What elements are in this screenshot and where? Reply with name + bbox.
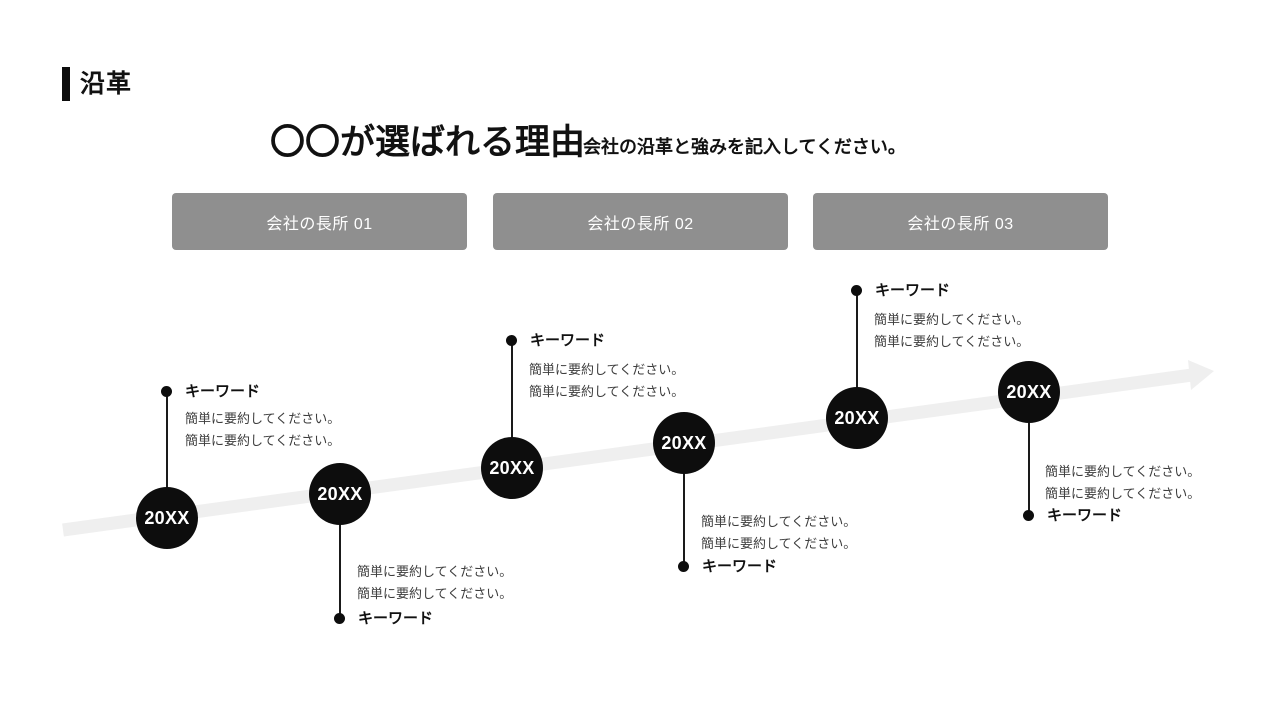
keyword-label: キーワード [1047, 507, 1123, 524]
keyword-dot-icon [678, 561, 689, 572]
page-title: 〇〇が選ばれる理由 [270, 123, 586, 162]
keyword-label: キーワード [875, 282, 951, 299]
strength-box-label: 会社の長所 01 [266, 215, 373, 233]
year-circle: 20XX [653, 412, 715, 474]
description-line: 簡単に要約してください。 [701, 514, 857, 529]
description-line: 簡単に要約してください。 [1045, 464, 1201, 479]
connector-line [1028, 423, 1030, 513]
description-block: 簡単に要約してください。 簡単に要約してください。 [357, 561, 512, 605]
description-block: 簡単に要約してください。 簡単に要約してください。 [185, 408, 340, 452]
year-label: 20XX [489, 457, 535, 478]
keyword-dot-icon [851, 285, 862, 296]
arrow-head-icon [1188, 360, 1214, 390]
year-circle: 20XX [826, 387, 888, 449]
strength-box-label: 会社の長所 02 [587, 215, 694, 233]
description-line: 簡単に要約してください。 [701, 536, 857, 551]
description-line: 簡単に要約してください。 [185, 433, 341, 448]
description-line: 簡単に要約してください。 [357, 586, 513, 601]
description-line: 簡単に要約してください。 [874, 312, 1030, 327]
connector-line [511, 344, 513, 438]
strength-box-label: 会社の長所 03 [907, 215, 1014, 233]
keyword-label: キーワード [702, 558, 778, 575]
strength-box-1: 会社の長所 01 [172, 193, 467, 250]
year-label: 20XX [144, 507, 190, 528]
description-block: 簡単に要約してください。 簡単に要約してください。 [874, 309, 1029, 353]
keyword-label: キーワード [530, 332, 606, 349]
year-label: 20XX [834, 407, 880, 428]
section-header: 沿革 [62, 67, 132, 101]
year-label: 20XX [317, 483, 363, 504]
connector-line [166, 394, 168, 489]
keyword-dot-icon [334, 613, 345, 624]
connector-line [683, 473, 685, 563]
description-line: 簡単に要約してください。 [874, 334, 1030, 349]
year-label: 20XX [661, 432, 707, 453]
description-block: 簡単に要約してください。 簡単に要約してください。 [1045, 461, 1200, 505]
year-circle: 20XX [998, 361, 1060, 423]
strength-box-2: 会社の長所 02 [493, 193, 788, 250]
description-line: 簡単に要約してください。 [185, 411, 341, 426]
page-subtitle: 会社の沿革と強みを記入してください。 [583, 137, 906, 157]
keyword-dot-icon [1023, 510, 1034, 521]
keyword-label: キーワード [358, 610, 434, 627]
year-circle: 20XX [136, 487, 198, 549]
connector-line [856, 294, 858, 388]
year-circle: 20XX [481, 437, 543, 499]
section-label: 沿革 [80, 70, 133, 98]
accent-bar [62, 67, 70, 101]
description-line: 簡単に要約してください。 [529, 384, 685, 399]
connector-line [339, 524, 341, 615]
year-circle: 20XX [309, 463, 371, 525]
strength-box-3: 会社の長所 03 [813, 193, 1108, 250]
description-block: 簡単に要約してください。 簡単に要約してください。 [701, 511, 856, 555]
keyword-dot-icon [506, 335, 517, 346]
description-line: 簡単に要約してください。 [357, 564, 513, 579]
description-line: 簡単に要約してください。 [529, 362, 685, 377]
description-block: 簡単に要約してください。 簡単に要約してください。 [529, 359, 684, 403]
year-label: 20XX [1006, 381, 1052, 402]
keyword-label: キーワード [185, 383, 261, 400]
description-line: 簡単に要約してください。 [1045, 486, 1201, 501]
keyword-dot-icon [161, 386, 172, 397]
